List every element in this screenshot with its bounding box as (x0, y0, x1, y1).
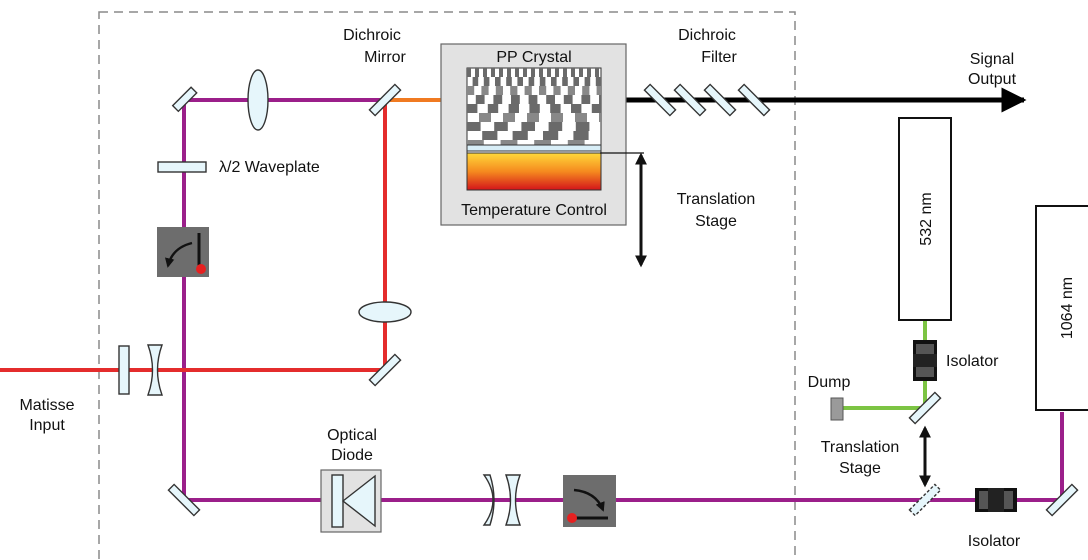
half-waveplate (157, 161, 207, 173)
translated-mirror (908, 483, 942, 517)
dump-label: Dump (808, 374, 851, 391)
isolator-lower (975, 488, 1017, 512)
green-combiner-mirror (908, 391, 942, 425)
flip-mount-icon[interactable] (563, 475, 616, 527)
translation-stage-label-bottom-line1: Translation (821, 439, 900, 456)
convex-lens-bottom (482, 474, 495, 526)
optical-diode-label-line1: Optical (327, 427, 377, 444)
lens-pump (358, 301, 412, 323)
isolator-lower-label: Isolator (968, 533, 1021, 550)
laser-1064 (1035, 205, 1088, 411)
translation-stage-label-bottom-line2: Stage (839, 460, 881, 477)
pp-crystal-oven: PP Crystal Temperature Control (440, 43, 627, 226)
translation-stage-label-top-line1: Translation (677, 191, 756, 208)
optical-diode-icon (320, 469, 382, 533)
laser-1064-label: 1064 nm (1059, 277, 1076, 339)
green-beam (843, 320, 927, 410)
cavity-enclosure (98, 11, 796, 560)
pp-crystal (466, 67, 602, 154)
temperature-gradient (466, 152, 602, 191)
waveplate-label: λ/2 Waveplate (219, 159, 320, 176)
laser-532-label: 532 nm (918, 192, 935, 245)
dichroic-mirror-label-line1: Dichroic (343, 27, 401, 44)
dichroic-filter-label-line1: Dichroic (678, 27, 736, 44)
lens-top (247, 69, 269, 131)
matisse-input-label-line2: Input (29, 417, 65, 434)
flip-mount-icon[interactable] (157, 227, 209, 277)
dichroic-filter-stack (643, 83, 771, 117)
dichroic-mirror (368, 83, 402, 117)
dichroic-filter-label-line2: Filter (701, 49, 737, 66)
pump-mirror (368, 353, 402, 387)
mirror-top-left (171, 86, 198, 113)
optical-diode-label-line2: Diode (331, 447, 373, 464)
signal-output-label-line2: Output (968, 71, 1017, 88)
matisse-input-label-line1: Matisse (19, 397, 74, 414)
concave-lens-bottom (505, 474, 521, 526)
temperature-control-label: Temperature Control (461, 202, 607, 219)
input-waveplate (118, 345, 130, 395)
dichroic-mirror-label-line2: Mirror (364, 49, 406, 66)
mirror-bottom-left (167, 483, 201, 517)
translation-stage-label-top-line2: Stage (695, 213, 737, 230)
signal-output-label-line1: Signal (970, 51, 1014, 68)
laser-532 (898, 117, 952, 321)
isolator-upper-label: Isolator (946, 353, 999, 370)
beam-dump (830, 397, 844, 421)
pp-crystal-label: PP Crystal (496, 49, 571, 66)
mirror-bottom-right (1045, 483, 1079, 517)
pump-beam (0, 100, 387, 372)
isolator-upper (913, 340, 937, 381)
concave-lens-input (147, 344, 163, 396)
